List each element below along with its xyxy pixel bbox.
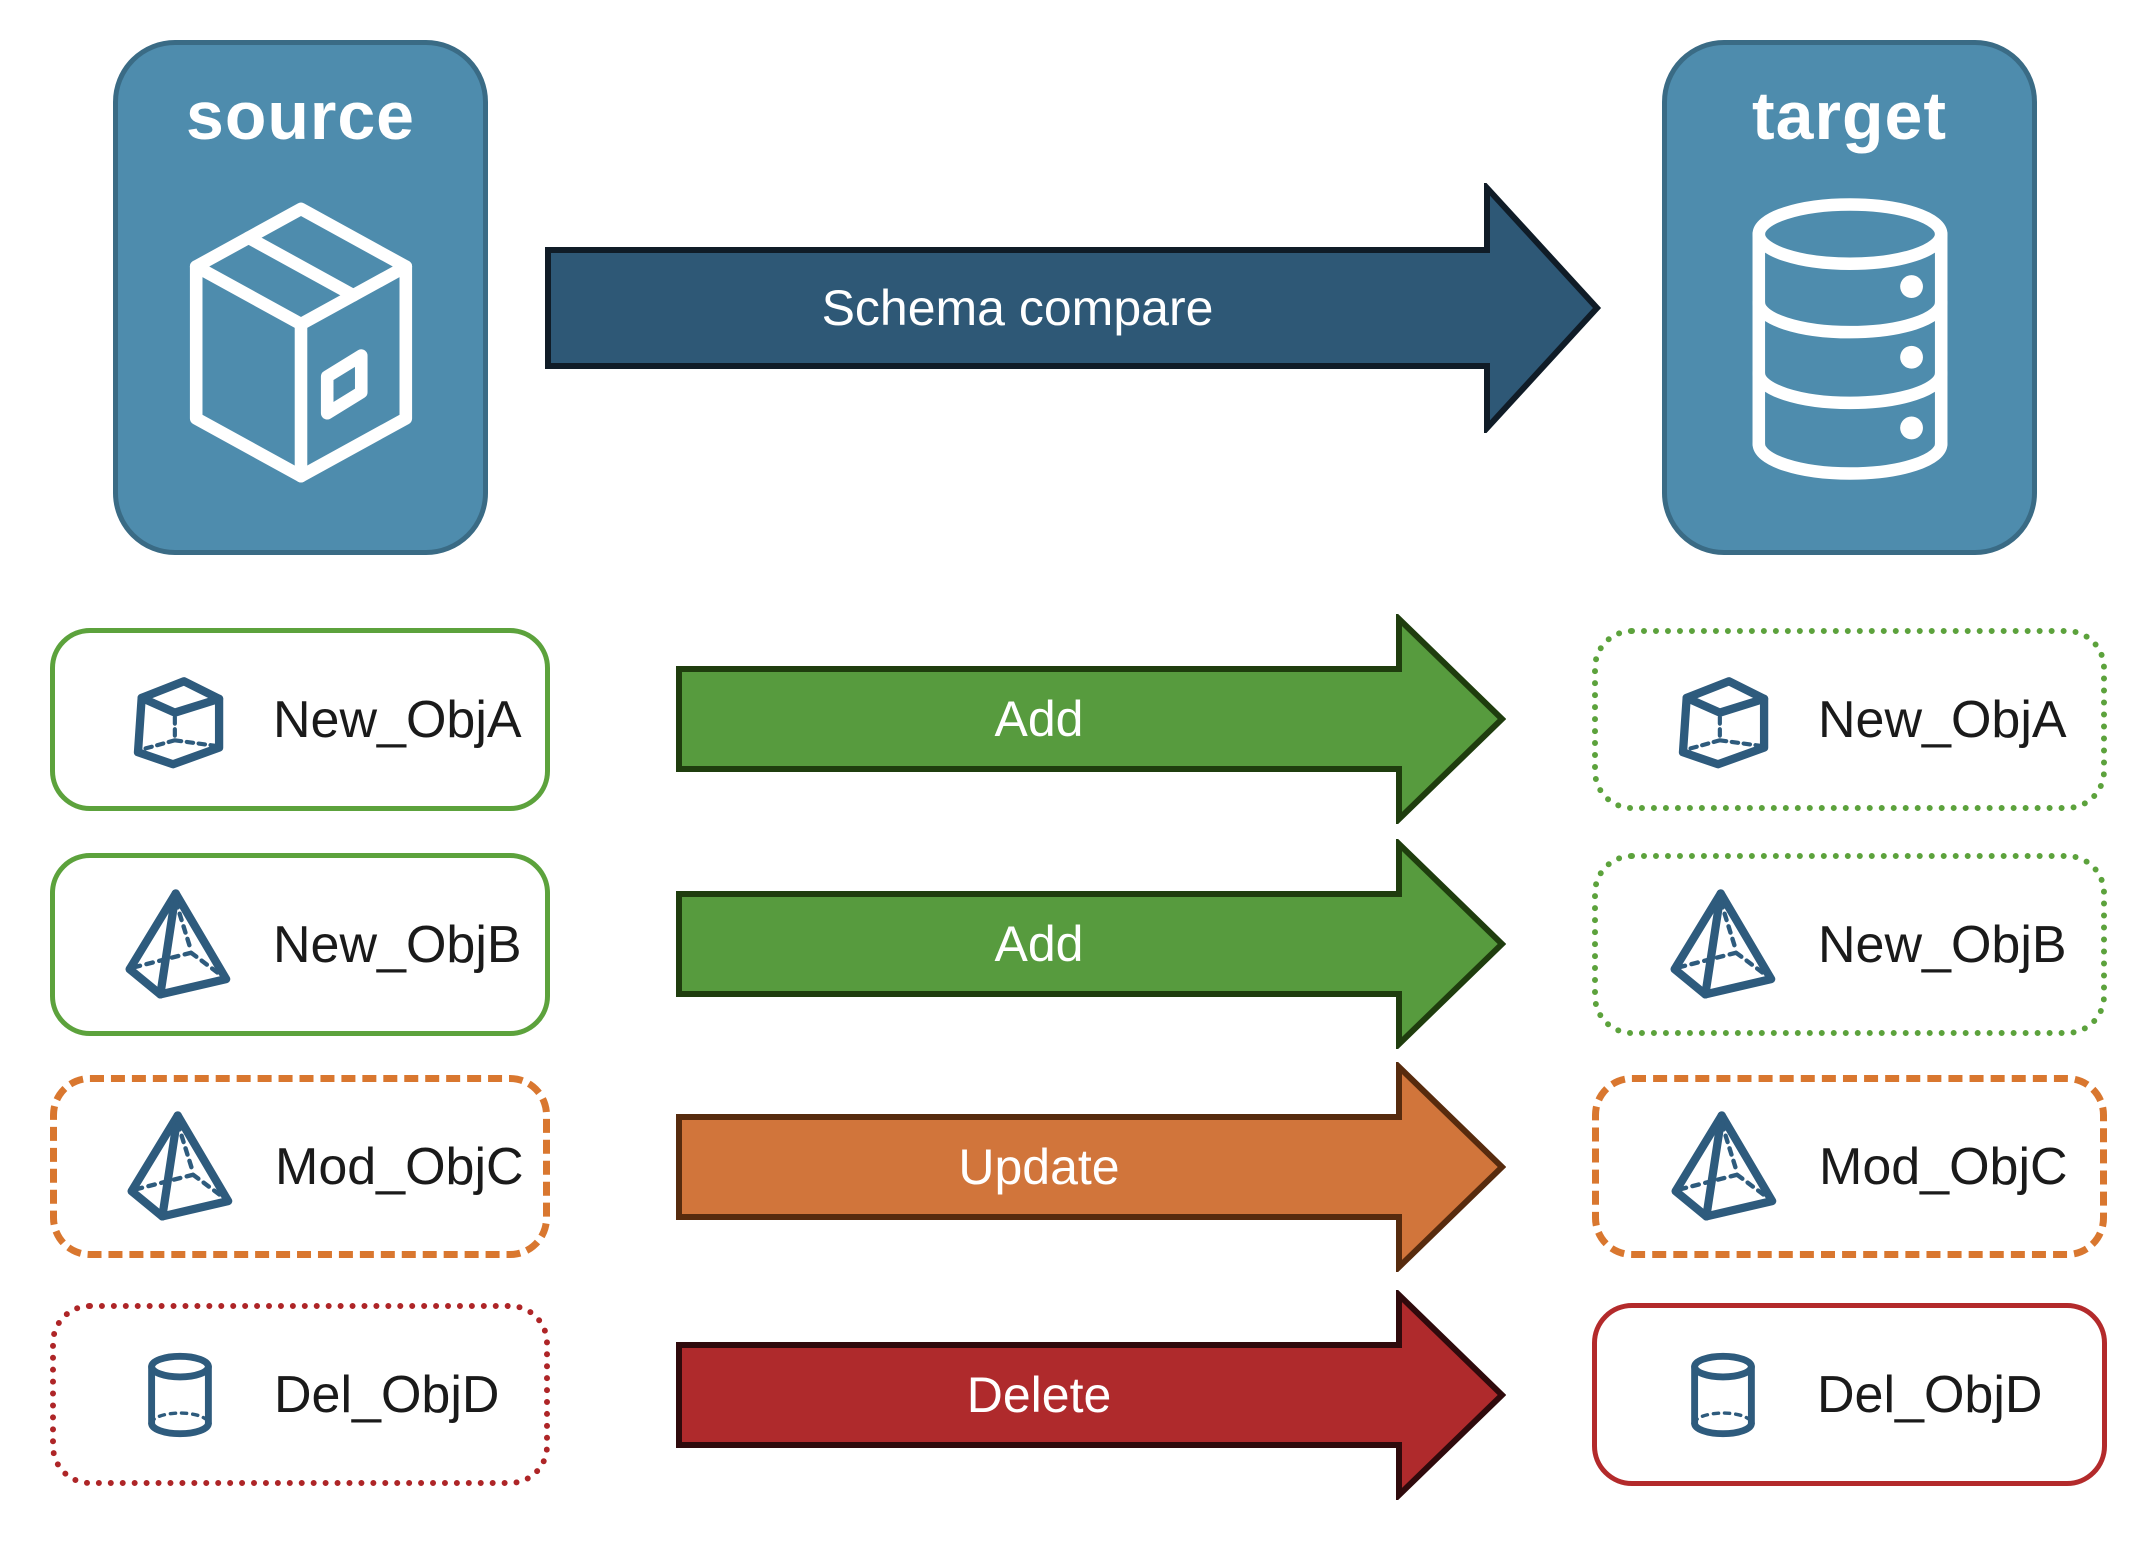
cylinder-icon [1680, 1346, 1766, 1444]
add-arrow-2: Add [676, 839, 1506, 1049]
object-label: New_ObjB [1818, 915, 2067, 974]
pyramid-icon [1670, 1110, 1780, 1223]
add-arrow-1-shape [676, 614, 1506, 824]
object-label: New_ObjB [273, 915, 522, 974]
object-label: Mod_ObjC [1819, 1137, 2068, 1196]
schema-compare-arrow: Schema compare [545, 183, 1605, 433]
delete-arrow-shape [676, 1290, 1506, 1500]
source-object-new-obja: New_ObjA [50, 628, 550, 811]
add-arrow-1: Add [676, 614, 1506, 824]
cube-icon [1671, 668, 1777, 772]
target-object-new-obja: New_ObjA [1592, 628, 2107, 811]
object-label: New_ObjA [273, 690, 522, 749]
object-label: Mod_ObjC [275, 1137, 524, 1196]
target-object-new-objb: New_ObjB [1592, 853, 2107, 1036]
add-arrow-1-label: Add [994, 691, 1084, 747]
delete-arrow-label: Delete [966, 1367, 1112, 1423]
source-object-new-objb: New_ObjB [50, 853, 550, 1036]
pyramid-icon [124, 888, 234, 1001]
source-object-del-objd: Del_ObjD [50, 1303, 550, 1486]
source-title: source [186, 78, 415, 154]
update-arrow-shape [676, 1062, 1506, 1272]
object-label: New_ObjA [1818, 690, 2067, 749]
schema-compare-label: Schema compare [821, 280, 1214, 336]
pyramid-icon [1669, 888, 1779, 1001]
source-object-mod-objc: Mod_ObjC [50, 1075, 550, 1258]
update-arrow-label: Update [958, 1139, 1120, 1195]
cube-icon [126, 668, 232, 772]
target-node: target [1662, 40, 2037, 555]
object-label: Del_ObjD [1817, 1365, 2043, 1424]
schema-compare-arrow-shape [545, 183, 1602, 433]
package-icon [170, 193, 432, 492]
pyramid-icon [126, 1110, 236, 1223]
add-arrow-2-label: Add [994, 916, 1084, 972]
delete-arrow: Delete [676, 1290, 1506, 1500]
add-arrow-2-shape [676, 839, 1506, 1049]
target-title: target [1752, 78, 1947, 154]
object-label: Del_ObjD [274, 1365, 500, 1424]
update-arrow: Update [676, 1062, 1506, 1272]
database-icon [1736, 193, 1964, 485]
source-node: source [113, 40, 488, 555]
target-object-del-objd: Del_ObjD [1592, 1303, 2107, 1486]
target-object-mod-objc: Mod_ObjC [1592, 1075, 2107, 1258]
cylinder-icon [137, 1346, 223, 1444]
